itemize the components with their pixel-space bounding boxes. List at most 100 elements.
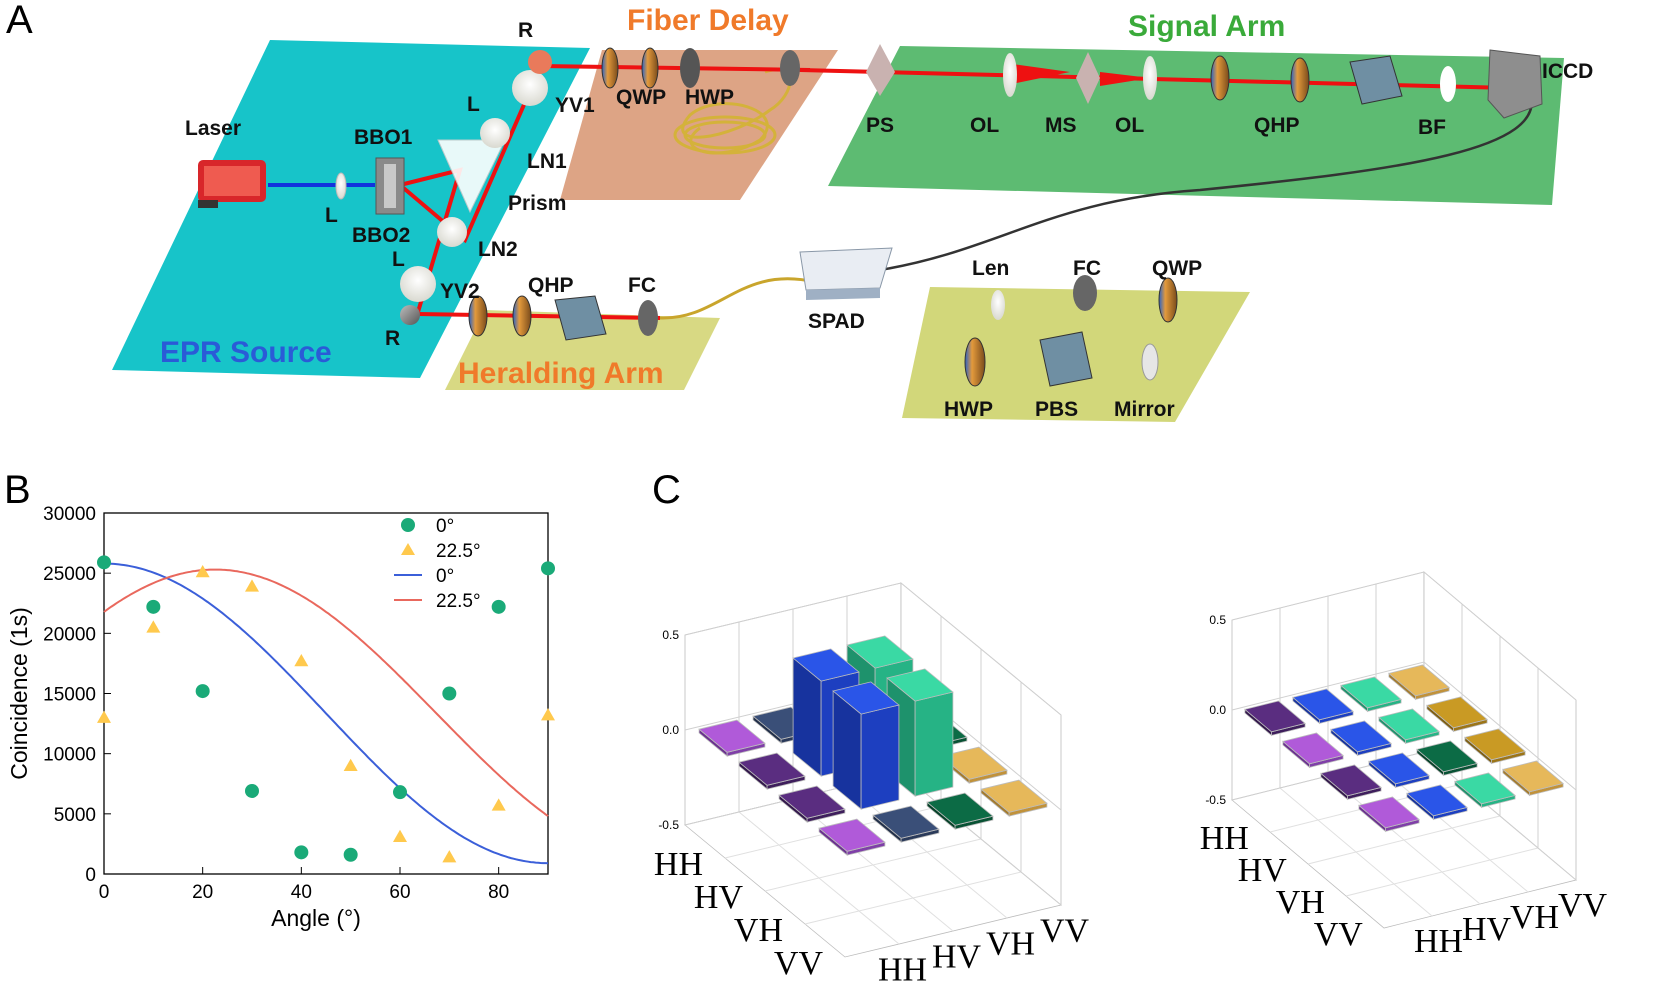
z-tick-label: -0.5	[1205, 793, 1226, 807]
row-axis-label: VV	[1314, 916, 1364, 953]
analyzer-lens-icon	[991, 290, 1005, 320]
bar-top	[846, 635, 914, 669]
herald-waveplate-icon-2	[512, 295, 532, 337]
heralding-arm-label: Heralding Arm	[458, 357, 664, 390]
bar-top	[1330, 720, 1392, 753]
waveplate-icon	[601, 47, 619, 89]
laser-icon	[198, 160, 266, 208]
epr-source-label: EPR Source	[160, 336, 332, 369]
bar-top	[1340, 676, 1402, 709]
data-point-circle	[442, 686, 457, 701]
row-axis-label: HH	[1200, 820, 1249, 857]
bar-top	[926, 792, 994, 826]
yv1-lens-icon	[512, 70, 548, 106]
qhp-signal-label: QHP	[1254, 114, 1300, 137]
epr-source-platform	[112, 40, 590, 378]
x-tick-label: 0	[99, 882, 110, 903]
data-point-circle	[343, 847, 358, 862]
bbo2-label: BBO2	[352, 224, 410, 247]
bar-top	[872, 805, 940, 839]
bbo-crystal-icon	[375, 157, 405, 215]
ol-label-2: OL	[1115, 114, 1144, 137]
bar-top	[1320, 764, 1382, 797]
ol-icon-2	[1143, 56, 1157, 100]
data-point-circle	[245, 783, 259, 798]
ln2-label: LN2	[478, 238, 518, 261]
data-point-triangle	[343, 758, 358, 771]
setup-diagram: EPR Source Fiber Delay Signal Arm Herald…	[112, 4, 1593, 422]
signal-beam-source	[398, 67, 542, 244]
y-tick-label: 25000	[43, 564, 96, 585]
len-label: Len	[972, 257, 1009, 280]
mirror-r-bottom-icon	[400, 305, 420, 325]
data-point-circle	[294, 845, 309, 860]
bar-top	[1282, 732, 1344, 765]
panel-label-a: A	[6, 0, 33, 42]
y-tick-label: 5000	[54, 805, 96, 826]
bar-top	[1378, 708, 1440, 741]
qwp-fiber-label: QWP	[616, 86, 666, 109]
yv2-label: YV2	[440, 280, 480, 303]
focus-cone-1	[1012, 64, 1070, 84]
floor-grid-line	[804, 871, 1022, 925]
bar-top	[778, 785, 846, 819]
x-tick-label: 20	[192, 882, 213, 903]
data-point-triangle	[245, 579, 259, 592]
fc-analyzer-label: FC	[1073, 257, 1101, 280]
bar-top	[1388, 664, 1450, 697]
beam-fiber-delay	[539, 64, 811, 72]
fc-herald-label: FC	[628, 274, 656, 297]
bar-top	[940, 746, 1008, 780]
signal-arm-label: Signal Arm	[1128, 10, 1285, 43]
bar-top	[1502, 760, 1564, 793]
bar-top	[1368, 752, 1430, 785]
prism-label: Prism	[508, 192, 566, 215]
bar-top	[818, 818, 886, 852]
mirror-analyzer-label: Mirror	[1114, 398, 1175, 421]
bf-label: BF	[1418, 116, 1446, 139]
hwp-icon	[680, 48, 700, 88]
bf-icon	[1440, 66, 1456, 102]
data-point-circle	[541, 561, 555, 576]
col-axis-label: VH	[1510, 899, 1559, 936]
z-tick-label: 0.5	[662, 628, 679, 642]
y-tick-label: 20000	[43, 624, 96, 645]
ps-label: PS	[866, 114, 894, 137]
data-point-circle	[195, 684, 210, 699]
bar-top	[886, 668, 954, 702]
hwp-fiber-label: HWP	[685, 86, 734, 109]
legend-marker-triangle	[401, 543, 415, 555]
data-point-triangle	[97, 710, 111, 723]
row-axis-label: VH	[1276, 884, 1325, 921]
legend-label: 0°	[436, 566, 454, 587]
analyzer-hwp-icon	[964, 337, 986, 387]
analyzer-mirror-icon	[1141, 343, 1159, 381]
herald-pbs-cube-icon	[554, 295, 607, 341]
data-point-triangle	[146, 620, 161, 633]
z-grid-line	[1231, 571, 1577, 701]
panel-label-b: B	[4, 468, 31, 512]
fiber-coupler-herald-icon	[638, 300, 658, 336]
legend-label: 0°	[436, 516, 454, 537]
data-point-triangle	[294, 654, 309, 667]
row-axis-label: HV	[1238, 852, 1288, 889]
data-point-circle	[393, 785, 407, 800]
focus-cone-2	[1100, 72, 1150, 86]
panel-label-c: C	[652, 468, 681, 512]
data-point-triangle	[195, 564, 210, 578]
row-axis-label: VH	[734, 912, 783, 949]
data-point-circle	[97, 555, 111, 570]
z-tick-label: -0.5	[658, 818, 679, 832]
y-tick-label: 0	[85, 865, 96, 886]
fiber-coil-loop-inner	[683, 120, 767, 150]
analyzer-pbs-icon	[1039, 331, 1093, 387]
signal-arm-platform	[828, 46, 1564, 205]
col-axis-label: HH	[878, 952, 927, 989]
bar-top	[1406, 784, 1468, 817]
col-axis-label: HV	[1462, 911, 1512, 948]
ln1-lens-icon	[480, 118, 510, 148]
bar-top	[1358, 796, 1420, 829]
ln1-label: LN1	[527, 150, 567, 173]
